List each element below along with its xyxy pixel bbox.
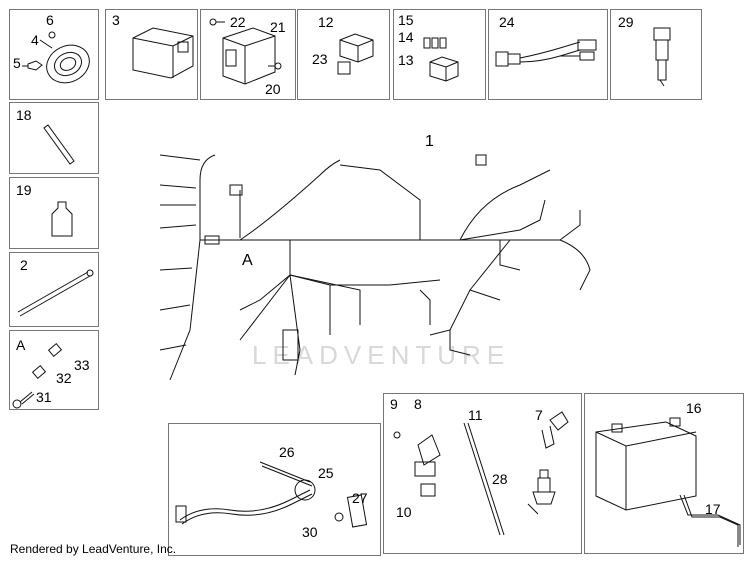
control-unit-icon (132, 27, 194, 79)
callout-18: 18 (16, 107, 32, 123)
callout-22: 22 (230, 14, 246, 30)
callout-21: 21 (270, 19, 286, 35)
battery-icon (595, 417, 741, 547)
cable-tie-icon (17, 269, 94, 317)
callout-A-main: A (242, 252, 253, 269)
callout-14: 14 (398, 29, 414, 45)
part-box-16-17 (584, 393, 744, 554)
callout-13: 13 (398, 52, 414, 68)
part-box-18 (9, 102, 99, 174)
callout-31: 31 (36, 389, 52, 405)
part-box-3 (105, 9, 198, 100)
callout-19: 19 (16, 182, 32, 198)
callout-24: 24 (499, 14, 515, 30)
part-box-13-14-15 (393, 9, 486, 100)
callout-15: 15 (398, 12, 414, 28)
part-box-8-11-28 (383, 393, 582, 554)
callout-3: 3 (112, 12, 120, 28)
part-box-25-30 (168, 423, 381, 556)
callout-6: 6 (46, 12, 54, 28)
part-box-2 (9, 252, 99, 327)
wiring-harness (159, 154, 591, 381)
temperature-sensor-icon (653, 27, 671, 87)
callout-A-box: A (16, 337, 26, 353)
bolt-nut-icon (12, 343, 63, 409)
wiring-sensor-icon (175, 461, 368, 528)
callout-26: 26 (279, 444, 295, 460)
wiring-adapter-icon (495, 39, 597, 67)
part-box-24 (488, 9, 608, 100)
callout-23: 23 (312, 51, 328, 67)
fuse-box-icon (423, 37, 459, 82)
part-box-19 (9, 177, 99, 249)
watermark-text: LEADVENTURE (252, 340, 511, 370)
callout-17: 17 (705, 501, 721, 517)
part-box-A (9, 330, 99, 410)
callout-12: 12 (318, 14, 334, 30)
part-box-4-5-6 (9, 9, 99, 100)
callout-4: 4 (31, 32, 39, 48)
callout-25: 25 (318, 465, 334, 481)
callout-9: 9 (390, 396, 398, 412)
callout-16: 16 (686, 400, 702, 416)
part-box-12-23 (297, 9, 390, 100)
footer-credit: Rendered by LeadVenture, Inc. (10, 542, 177, 556)
callout-10: 10 (396, 504, 412, 520)
callout-7: 7 (535, 407, 543, 423)
callout-33: 33 (74, 357, 90, 373)
callout-20: 20 (265, 81, 281, 97)
callout-30: 30 (302, 524, 318, 540)
relay-icon (337, 33, 374, 75)
callout-27: 27 (352, 490, 368, 506)
callout-2: 2 (20, 257, 28, 273)
callout-28: 28 (492, 471, 508, 487)
callout-11: 11 (468, 407, 483, 423)
regulator-icon (209, 18, 282, 85)
callout-32: 32 (56, 370, 72, 386)
cover-plate-icon (22, 31, 90, 84)
callout-1: 1 (425, 133, 434, 150)
part-box-20-21-22 (200, 9, 296, 100)
callout-5: 5 (13, 55, 21, 71)
grease-bottle-icon (51, 201, 73, 237)
ignition-coil-icon (393, 411, 569, 536)
callout-29: 29 (618, 14, 634, 30)
cable-tie-tube-icon (43, 124, 75, 165)
callout-8: 8 (414, 396, 422, 412)
